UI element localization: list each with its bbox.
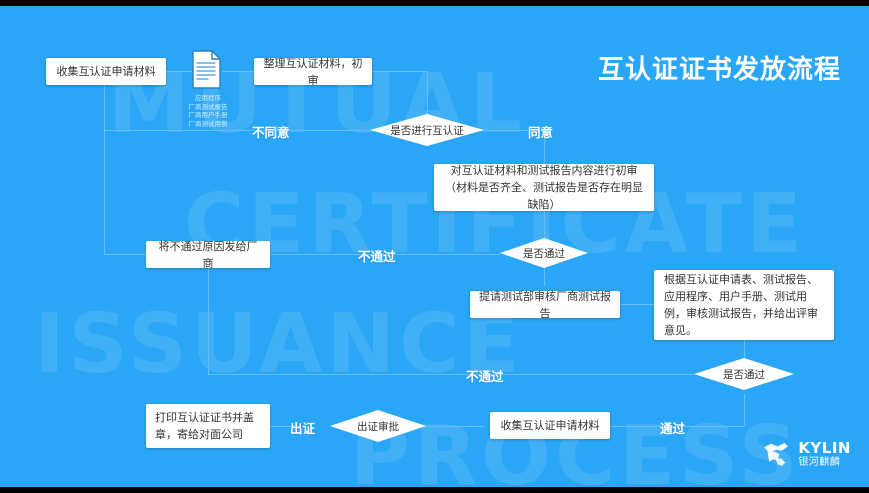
edge-label-issue: 出证 — [290, 421, 316, 436]
connector-decision1-agree — [484, 130, 544, 131]
node-label: 收集互认证申请材料 — [56, 65, 156, 78]
node-preliminary-review[interactable]: 对互认证材料和测试报告内容进行初审 （材料是否齐全、测试报告是否存在明显缺陷） — [434, 164, 654, 211]
node-label: 提请测试部审核厂商测试报告 — [479, 289, 611, 320]
node-collect-materials-top[interactable]: 收集互认证申请材料 — [46, 58, 166, 85]
logo-chinese: 银河麒麟 — [798, 456, 841, 468]
kylin-logo: KYLIN 银河麒麟 — [759, 439, 851, 469]
edge-label-fail-first: 不通过 — [358, 249, 396, 264]
edge-label-disagree: 不同意 — [252, 125, 290, 140]
node-decide-pass-second[interactable]: 是否通过 — [694, 358, 794, 390]
edge-label-agree: 同意 — [528, 125, 554, 140]
document-icon — [192, 50, 221, 89]
connector-organize-right — [372, 71, 427, 72]
node-organize-materials[interactable]: 整理互认证材料，初审 — [254, 57, 372, 87]
node-issue-approval[interactable]: 出证审批 — [330, 410, 426, 442]
node-request-test-dept[interactable]: 提请测试部审核厂商测试报告 — [470, 290, 620, 320]
node-label: 将不通过原因发给厂商 — [158, 239, 258, 270]
edge-label-fail-second: 不通过 — [466, 369, 504, 384]
node-decide-pass-first[interactable]: 是否通过 — [500, 238, 588, 268]
connector-agree-down — [544, 130, 545, 164]
logo-text: KYLIN 银河麒麟 — [798, 438, 851, 468]
connector-testdept-to-note — [620, 304, 654, 305]
page-title: 互认证证书发放流程 — [597, 55, 841, 85]
connector-decision2-down — [544, 264, 545, 286]
logo-english: KYLIN — [798, 438, 851, 457]
edge-label-pass: 通过 — [660, 421, 686, 436]
node-review-note[interactable]: 根据互认证申请表、测试报告、应用程序、用户手册、测试用例，审核测试报告，并给出评… — [654, 270, 834, 340]
connector-review-to-decision2 — [544, 211, 545, 244]
connector-sendbox-down — [208, 268, 209, 374]
node-label: 出证审批 — [357, 420, 399, 433]
kylin-logo-icon — [764, 442, 789, 466]
node-label: 对互认证材料和测试报告内容进行初审 （材料是否齐全、测试报告是否存在明显缺陷） — [445, 164, 643, 211]
node-label: 根据互认证申请表、测试报告、应用程序、用户手册、测试用例，审核测试报告，并给出评… — [664, 273, 818, 337]
connector-doc-to-organize — [222, 71, 254, 72]
node-label: 收集互认证申请材料 — [500, 419, 600, 432]
node-label: 是否通过 — [523, 247, 565, 260]
connector-disagree-line — [104, 130, 370, 131]
node-decide-mutual-cert[interactable]: 是否进行互认证 — [370, 114, 484, 146]
connector-note-down — [744, 340, 745, 374]
connector-decision3-down — [744, 394, 745, 426]
connector-approval-to-print — [270, 426, 296, 427]
connector-pass-line — [610, 426, 744, 427]
document-icon-caption: 应用程序 厂商测试报告 厂商用户手册 厂商测试用例 — [188, 94, 228, 128]
connector-decision2-fail — [268, 254, 500, 255]
connector-collect-to-approval — [424, 426, 484, 427]
node-label: 打印互认证证书并盖章，寄给对面公司 — [155, 411, 254, 441]
connector-fail-to-sendbox — [104, 254, 146, 255]
node-print-certificate[interactable]: 打印互认证证书并盖章，寄给对面公司 — [146, 404, 270, 448]
connector-decision3-fail — [208, 374, 694, 375]
connector-left-rail-down — [104, 130, 105, 254]
node-label: 是否通过 — [723, 368, 765, 381]
node-label: 整理互认证材料，初审 — [263, 56, 363, 87]
connector-collect-down — [104, 84, 105, 131]
node-send-fail-reason[interactable]: 将不通过原因发给厂商 — [146, 240, 270, 270]
connector-collect-to-doc — [166, 71, 194, 72]
node-collect-materials-bottom[interactable]: 收集互认证申请材料 — [490, 412, 610, 439]
node-label: 是否进行互认证 — [390, 124, 464, 137]
connector-down-to-decision1 — [427, 71, 428, 116]
